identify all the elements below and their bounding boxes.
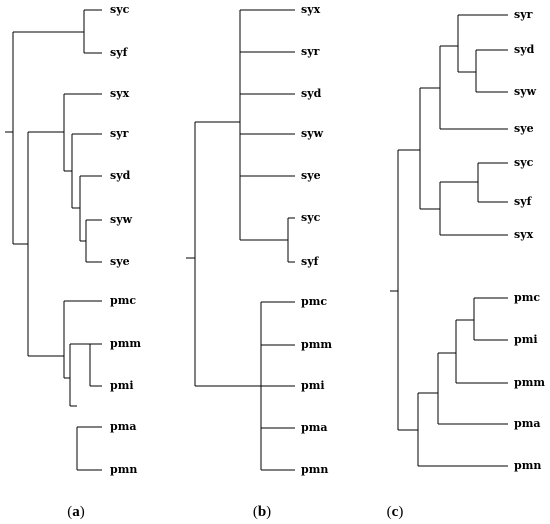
caption-open: ( — [253, 504, 258, 520]
leaf-labels-b: syx syr syd syw sye syc syf pmc pmm pmi … — [301, 3, 332, 476]
leaf-label: pmi — [301, 379, 325, 392]
leaf-label: syc — [514, 156, 534, 169]
caption-close: ) — [266, 504, 271, 520]
panel-caption-a: (a) — [67, 504, 85, 520]
caption-letter: b — [258, 504, 266, 520]
leaf-label: syf — [301, 255, 320, 268]
leaf-label: sye — [301, 169, 321, 182]
leaf-label: syr — [301, 45, 320, 58]
leaf-label: sye — [110, 255, 130, 268]
leaf-label: syw — [301, 127, 324, 140]
leaf-label: pmc — [301, 295, 327, 308]
caption-open: ( — [387, 504, 392, 520]
leaf-label: pmn — [514, 459, 541, 472]
caption-close: ) — [398, 504, 403, 520]
leaf-label: pmm — [110, 337, 141, 350]
leaf-label: syd — [110, 169, 131, 182]
leaf-label: sye — [514, 122, 534, 135]
tree-panel-c: syr syd syw sye syc syf syx pmc pmi pmm … — [387, 8, 546, 520]
leaf-label: syw — [110, 213, 133, 226]
tree-panel-a: syc syf syx syr syd syw sye pmc pmm pmi … — [5, 3, 141, 520]
caption-open: ( — [67, 504, 72, 520]
leaf-label: pma — [301, 421, 327, 434]
leaf-label: syw — [514, 85, 537, 98]
leaf-label: syd — [514, 43, 535, 56]
leaf-label: pmi — [514, 333, 538, 346]
tree-panel-b: syx syr syd syw sye syc syf pmc pmm pmi … — [186, 3, 332, 520]
leaf-label: pma — [514, 417, 540, 430]
leaf-label: syx — [514, 228, 534, 241]
caption-letter: a — [72, 504, 80, 520]
leaf-label: syx — [301, 3, 321, 16]
leaf-label: syf — [110, 46, 129, 59]
leaf-label: syf — [514, 195, 533, 208]
leaf-label: syr — [514, 8, 533, 21]
leaf-label: syd — [301, 87, 322, 100]
leaf-label: pmn — [110, 463, 137, 476]
leaf-label: pmc — [514, 291, 540, 304]
leaf-label: pma — [110, 420, 136, 433]
leaf-label: syc — [110, 3, 130, 16]
panel-caption-b: (b) — [253, 504, 271, 520]
tree-branches-c — [390, 14, 508, 467]
leaf-label: syc — [301, 211, 321, 224]
leaf-labels-c: syr syd syw sye syc syf syx pmc pmi pmm … — [514, 8, 545, 472]
caption-close: ) — [80, 504, 85, 520]
tree-branches-b — [186, 9, 295, 471]
leaf-label: pmn — [301, 463, 328, 476]
leaf-label: pmi — [110, 379, 134, 392]
tree-branches-a — [5, 9, 102, 471]
panel-caption-c: (c) — [387, 504, 404, 520]
leaf-label: syr — [110, 127, 129, 140]
leaf-label: pmc — [110, 294, 136, 307]
leaf-label: syx — [110, 87, 130, 100]
leaf-label: pmm — [514, 376, 545, 389]
leaf-labels-a: syc syf syx syr syd syw sye pmc pmm pmi … — [110, 3, 141, 476]
leaf-label: pmm — [301, 338, 332, 351]
caption-letter: c — [392, 504, 399, 520]
